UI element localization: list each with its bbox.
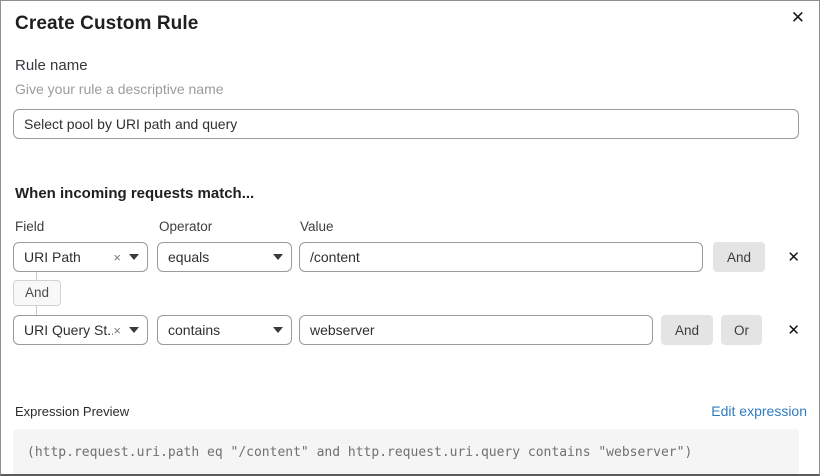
expression-code-block: (http.request.uri.path eq "/content" and…: [13, 429, 799, 474]
clear-icon[interactable]: ×: [113, 322, 121, 338]
operator-select-value: contains: [168, 322, 221, 338]
chevron-down-icon: [129, 254, 139, 260]
condition-column-labels: Field Operator Value: [15, 219, 807, 234]
operator-column-label: Operator: [159, 219, 213, 234]
remove-condition-icon[interactable]: ✕: [787, 322, 800, 339]
clear-icon[interactable]: ×: [113, 249, 121, 265]
operator-select[interactable]: equals: [157, 242, 292, 272]
field-column-label: Field: [15, 219, 45, 234]
field-select[interactable]: URI Path ×: [13, 242, 148, 272]
page-title: Create Custom Rule: [15, 13, 199, 34]
condition-row: URI Path × equals And ✕: [13, 242, 807, 272]
edit-expression-link[interactable]: Edit expression: [711, 403, 807, 419]
value-input[interactable]: [299, 315, 653, 345]
close-icon[interactable]: ✕: [790, 8, 805, 27]
add-and-button[interactable]: And: [661, 315, 714, 345]
expression-preview-label: Expression Preview: [15, 403, 130, 419]
condition-row: URI Query St... × contains And Or ✕: [13, 315, 807, 345]
operator-select-value: equals: [168, 249, 210, 265]
add-or-button[interactable]: Or: [721, 315, 763, 345]
add-and-button[interactable]: And: [713, 242, 766, 272]
value-column-label: Value: [300, 219, 334, 234]
chevron-down-icon: [273, 327, 283, 333]
connector-and-chip[interactable]: And: [13, 280, 62, 306]
field-select-value: URI Query St...: [24, 322, 114, 338]
connector-line: [36, 306, 37, 315]
chevron-down-icon: [129, 327, 139, 333]
field-select-value: URI Path: [24, 249, 81, 265]
connector-line: [36, 272, 37, 280]
remove-condition-icon[interactable]: ✕: [787, 249, 800, 266]
rule-name-label: Rule name: [15, 57, 88, 74]
rule-name-helper-text: Give your rule a descriptive name: [15, 81, 224, 97]
condition-connector: And: [13, 272, 71, 315]
field-select[interactable]: URI Query St... ×: [13, 315, 148, 345]
match-section-heading: When incoming requests match...: [15, 185, 255, 202]
rule-name-input[interactable]: [13, 109, 799, 139]
operator-select[interactable]: contains: [157, 315, 292, 345]
value-input[interactable]: [299, 242, 703, 272]
chevron-down-icon: [273, 254, 283, 260]
